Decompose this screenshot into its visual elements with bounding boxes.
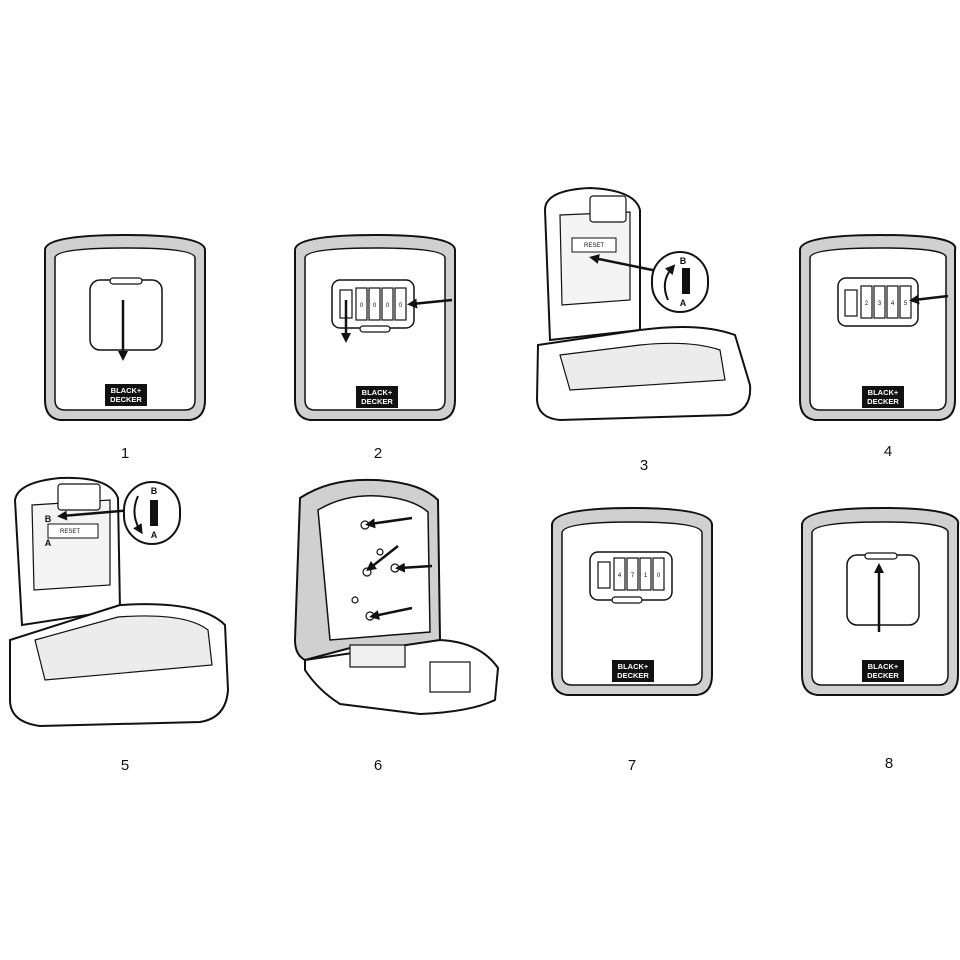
dial-digit: 0 (657, 573, 661, 579)
pointer-arrow (407, 298, 453, 309)
step-number-5: 5 (121, 757, 129, 774)
dial-digit: 1 (644, 573, 648, 579)
dial-digit: 0 (360, 303, 364, 309)
lockbox-back-mounting (293, 478, 500, 716)
step-3-panel: RESET B A 3 (535, 186, 752, 474)
step-number-4: 4 (884, 443, 892, 460)
brand-logo: BLACK+ DECKER (862, 386, 904, 408)
combination-dials: 0 0 0 0 (355, 287, 407, 321)
reset-label: RESET (60, 529, 80, 535)
dial-digit: 4 (891, 301, 895, 307)
brand-logo-line2: DECKER (867, 671, 899, 680)
dial-digit: 3 (878, 301, 882, 307)
lockbox-open: RESET B A (9, 476, 230, 728)
dial-digit: 5 (904, 301, 908, 307)
lockbox-closed (44, 233, 206, 421)
step-number-8: 8 (885, 755, 893, 772)
pointer-arrow (589, 254, 663, 274)
step-number-2: 2 (374, 445, 382, 462)
brand-logo-line1: BLACK+ (111, 386, 142, 395)
brand-logo-line1: BLACK+ (868, 388, 899, 397)
dial-digit: 4 (618, 573, 622, 579)
brand-logo-line2: DECKER (110, 395, 142, 404)
lockbox-closed: 0 0 0 0 (294, 233, 456, 421)
step-2-panel: 0 0 0 0 BLACK+ DECKER 2 (294, 233, 456, 462)
brand-logo-line2: DECKER (361, 397, 393, 406)
step-number-1: 1 (121, 445, 129, 462)
dial-digit: 0 (399, 303, 403, 309)
screw-arrow (369, 606, 413, 620)
lockbox-closed: 4 7 1 0 (551, 506, 713, 696)
dial-digit: 7 (631, 573, 635, 579)
brand-logo-line1: BLACK+ (618, 662, 649, 671)
lockbox-open: RESET (535, 186, 752, 422)
step-1-panel: BLACK+ DECKER 1 (44, 233, 206, 462)
brand-logo-line2: DECKER (617, 671, 649, 680)
step-7-panel: 4 7 1 0 BLACK+ DECKER 7 (551, 506, 713, 774)
pointer-arrow (909, 294, 949, 305)
brand-logo: BLACK+ DECKER (862, 660, 904, 682)
step-number-3: 3 (640, 457, 648, 474)
brand-logo-line1: BLACK+ (362, 388, 393, 397)
switch-label-b: B (680, 256, 687, 266)
dial-digit: 0 (373, 303, 377, 309)
switch-label-b: B (45, 514, 52, 524)
dial-digit: 0 (386, 303, 390, 309)
lockbox-closed: 2 3 4 5 (799, 233, 957, 421)
combination-dials: 4 7 1 0 (613, 557, 665, 591)
step-number-7: 7 (628, 757, 636, 774)
dial-digit: 2 (865, 301, 869, 307)
screw-arrow (366, 545, 399, 572)
brand-logo: BLACK+ DECKER (105, 384, 147, 406)
screw-arrow (365, 516, 413, 529)
switch-label-a: A (45, 538, 52, 548)
step-4-panel: 2 3 4 5 BLACK+ DECKER 4 (799, 233, 957, 460)
step-number-6: 6 (374, 757, 382, 774)
step-6-panel: 6 (293, 478, 500, 774)
switch-detail-callout: B A (651, 251, 709, 313)
switch-label-a: A (151, 530, 158, 540)
brand-logo-line1: BLACK+ (868, 662, 899, 671)
brand-logo-line2: DECKER (867, 397, 899, 406)
reset-label: RESET (584, 243, 604, 249)
pointer-arrow (57, 508, 133, 521)
brand-logo: BLACK+ DECKER (356, 386, 398, 408)
step-8-panel: BLACK+ DECKER 8 (801, 506, 960, 772)
brand-logo: BLACK+ DECKER (612, 660, 654, 682)
step-5-panel: RESET B A B A 5 (9, 476, 230, 774)
switch-label-b: B (151, 486, 158, 496)
switch-label-a: A (680, 298, 687, 308)
screw-arrow (395, 562, 433, 573)
switch-detail-callout: B A (123, 481, 181, 545)
